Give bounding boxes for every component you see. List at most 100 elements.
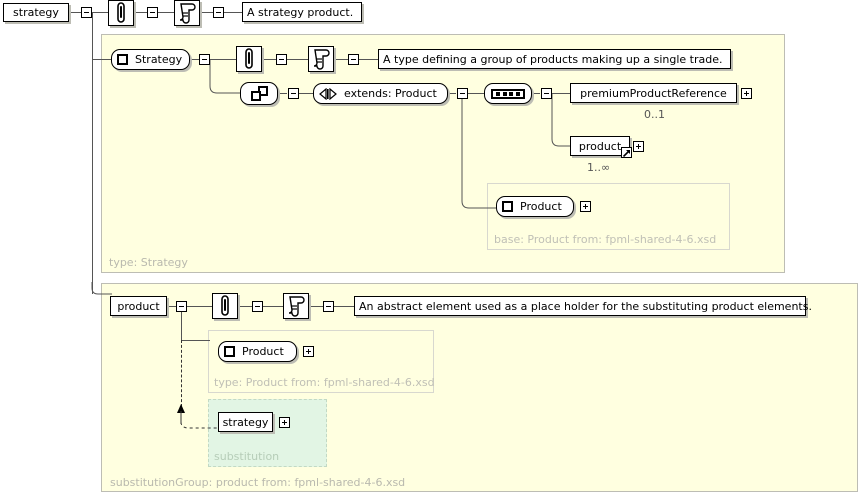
connector-substitution-arrow xyxy=(177,404,227,429)
collapse-toggle-extends[interactable] xyxy=(457,88,468,99)
substitution-group xyxy=(208,399,327,467)
connector-strategy-toggle-to-attr xyxy=(210,59,236,60)
collapse-toggle-root[interactable] xyxy=(81,7,92,18)
type-node-strategy-label: Strategy xyxy=(135,53,183,66)
product-type-group-label: type: Product from: fpml-shared-4-6.xsd xyxy=(214,376,435,389)
connector-strategy-to-toggle xyxy=(190,59,199,60)
extends-node-product[interactable]: extends: Product xyxy=(313,83,448,104)
type-node-strategy[interactable]: Strategy xyxy=(111,49,190,70)
connector-substitution-dashed xyxy=(181,340,182,407)
type-square-icon xyxy=(117,54,128,65)
annotation-text-product-label: An abstract element used as a place hold… xyxy=(359,299,812,313)
substitution-group-label: substitution xyxy=(214,450,280,463)
type-node-product-label: Product xyxy=(242,345,284,358)
element-product-label: product xyxy=(117,299,160,313)
sequence-compositor[interactable] xyxy=(484,83,532,104)
attributes-paperclip-icon[interactable] xyxy=(108,0,134,26)
connector-spine-elbow-product xyxy=(91,282,112,295)
sequence-icon xyxy=(491,88,525,99)
connector-attr2-to-toggle xyxy=(262,59,276,60)
connector-doc3-to-toggle xyxy=(309,306,323,307)
connector-toggle-to-sequence xyxy=(468,93,484,94)
collapse-toggle-annotation-root[interactable] xyxy=(213,7,224,18)
collapse-toggle-strategy[interactable] xyxy=(199,54,210,65)
element-product[interactable]: product xyxy=(110,296,167,316)
extends-icon xyxy=(319,87,337,100)
type-node-base-product[interactable]: Product xyxy=(496,196,574,217)
occurrence-product-ref: 1..∞ xyxy=(587,161,611,174)
annotation-text-strategy-label: A type defining a group of products maki… xyxy=(383,52,723,66)
occurrence-premiumproductreference: 0..1 xyxy=(644,108,665,121)
collapse-toggle-extension[interactable] xyxy=(288,88,299,99)
connector-main-spine xyxy=(92,12,93,294)
connector-doc-to-toggle3 xyxy=(200,12,213,13)
base-product-group xyxy=(487,183,730,250)
element-strategy-label: strategy xyxy=(13,6,59,19)
connector-root-to-toggle xyxy=(69,12,81,13)
connector-toggle-to-desc2 xyxy=(359,59,379,60)
type-square-icon xyxy=(502,201,513,212)
element-strategy[interactable]: strategy xyxy=(3,3,69,22)
collapse-toggle-annotation-product[interactable] xyxy=(323,301,334,312)
expand-toggle-premiumproductreference[interactable] xyxy=(741,88,752,99)
collapse-toggle-annotation-strategy[interactable] xyxy=(348,54,359,65)
strategy-type-panel xyxy=(101,34,785,273)
annotation-text-root-label: A strategy product. xyxy=(247,5,354,19)
connector-doc2-to-toggle xyxy=(334,59,348,60)
connector-spine-to-product-type xyxy=(181,340,210,341)
product-type-group xyxy=(208,330,434,393)
collapse-toggle-attributes-product[interactable] xyxy=(252,301,263,312)
connector-strategy-spine-to-group xyxy=(209,59,240,94)
connector-product-toggle-to-attr xyxy=(187,306,212,307)
annotation-scroll-icon-product[interactable] xyxy=(283,293,309,319)
extension-group-icon[interactable] xyxy=(240,82,278,105)
product-element-panel-label: substitutionGroup: product from: fpml-sh… xyxy=(110,476,406,489)
overlapping-squares-icon xyxy=(250,86,268,101)
expand-toggle-product-type[interactable] xyxy=(303,346,314,357)
element-product-ref-label: product xyxy=(578,139,622,153)
element-premiumproductreference-label: premiumProductReference xyxy=(580,86,727,100)
type-node-base-product-label: Product xyxy=(520,200,562,213)
connector-spine-to-strategy xyxy=(92,59,111,60)
connector-product-spine xyxy=(181,306,182,340)
element-premiumproductreference[interactable]: premiumProductReference xyxy=(570,83,737,103)
connector-toggle-to-doc3 xyxy=(263,306,283,307)
expand-toggle-product-ref[interactable] xyxy=(633,141,644,152)
connector-toggle-to-doc2 xyxy=(287,59,308,60)
connector-group-to-toggle xyxy=(278,93,287,94)
connector-toggle2-to-doc xyxy=(158,12,174,13)
connector-seq-to-product xyxy=(551,93,578,147)
collapse-toggle-product[interactable] xyxy=(176,301,187,312)
substitution-arrow-icon xyxy=(621,147,632,158)
annotation-scroll-icon[interactable] xyxy=(174,0,200,26)
connector-product-to-toggle xyxy=(167,306,176,307)
base-product-group-label: base: Product from: fpml-shared-4-6.xsd xyxy=(494,233,717,246)
connector-sequence-to-toggle xyxy=(532,93,540,94)
connector-toggle-to-extends xyxy=(299,93,313,94)
extends-node-product-label: extends: Product xyxy=(344,87,437,100)
attributes-paperclip-icon-product[interactable] xyxy=(212,293,238,319)
annotation-text-product: An abstract element used as a place hold… xyxy=(354,296,812,316)
attributes-paperclip-icon-strategy[interactable] xyxy=(236,46,262,72)
annotation-scroll-icon-strategy[interactable] xyxy=(308,46,334,72)
annotation-text-root: A strategy product. xyxy=(242,2,362,22)
type-square-icon xyxy=(224,346,235,357)
expand-toggle-base-product[interactable] xyxy=(580,201,591,212)
connector-extends-to-toggle xyxy=(448,93,456,94)
connector-seq-to-premium xyxy=(552,93,570,94)
connector-attr3-to-toggle xyxy=(238,306,252,307)
connector-toggle-to-attr xyxy=(92,12,108,13)
element-strategy-substitution-label: strategy xyxy=(222,415,269,429)
strategy-type-panel-label: type: Strategy xyxy=(109,256,188,269)
collapse-toggle-sequence[interactable] xyxy=(541,88,552,99)
collapse-toggle-attributes-root[interactable] xyxy=(147,7,158,18)
element-strategy-substitution[interactable]: strategy xyxy=(218,412,273,432)
connector-extends-to-base-product xyxy=(461,93,500,209)
collapse-toggle-attributes-strategy[interactable] xyxy=(276,54,287,65)
element-product-ref[interactable]: product xyxy=(570,136,630,156)
connector-toggle-to-desc3 xyxy=(334,306,354,307)
connector-attr-to-toggle2 xyxy=(134,12,147,13)
expand-toggle-strategy-substitution[interactable] xyxy=(279,417,290,428)
type-node-product[interactable]: Product xyxy=(218,341,297,362)
